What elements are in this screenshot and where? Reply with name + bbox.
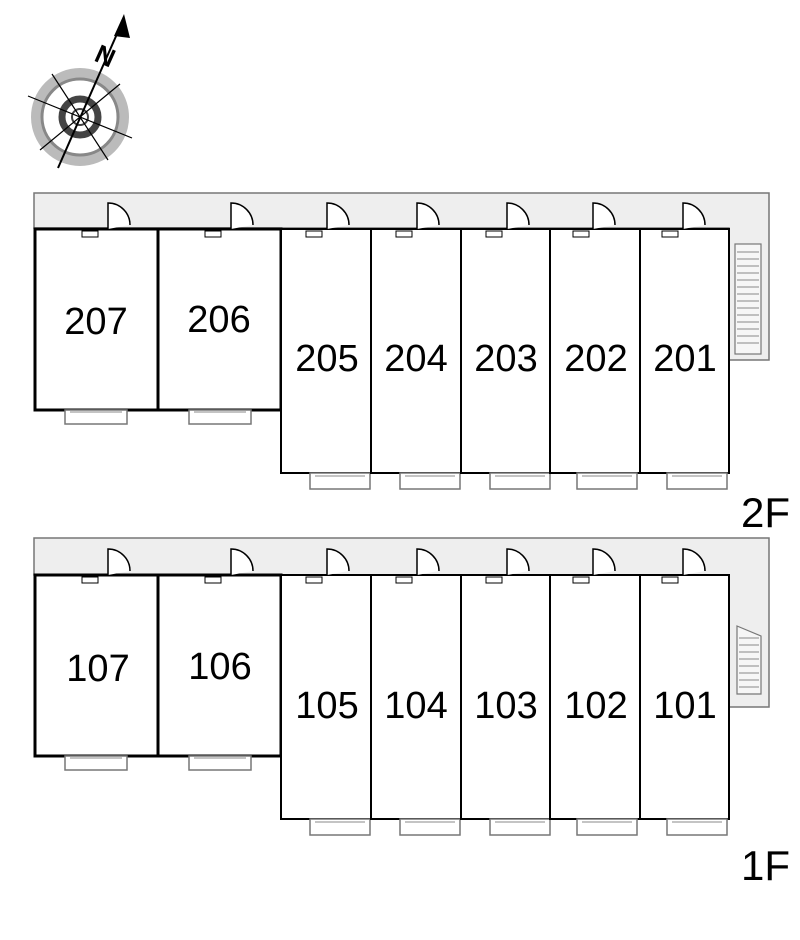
room-103[interactable]: 103 [460, 548, 551, 836]
room-label-202: 202 [564, 338, 627, 380]
room-201[interactable]: 201 [639, 202, 730, 490]
room-107[interactable]: 107 [33, 548, 160, 771]
room-106[interactable]: 106 [156, 548, 283, 771]
room-label-103: 103 [474, 685, 537, 727]
room-label-106: 106 [188, 646, 251, 688]
room-label-207: 207 [64, 301, 127, 343]
room-102[interactable]: 102 [549, 548, 641, 836]
room-label-204: 204 [384, 338, 447, 380]
room-label-104: 104 [384, 685, 447, 727]
room-205[interactable]: 205 [280, 202, 372, 490]
staircase-1f [736, 625, 762, 695]
room-label-102: 102 [564, 685, 627, 727]
room-207[interactable]: 207 [33, 202, 160, 425]
room-206[interactable]: 206 [156, 202, 283, 425]
staircase-2f [734, 243, 762, 355]
room-label-201: 201 [653, 338, 716, 380]
compass-north-label: N [91, 38, 120, 73]
room-202[interactable]: 202 [549, 202, 641, 490]
room-204[interactable]: 204 [370, 202, 462, 490]
floor-label-1f: 1F [741, 842, 790, 889]
room-label-203: 203 [474, 338, 537, 380]
floor-1f: 107 106 105 104 [33, 537, 790, 889]
compass-rose-icon: N [27, 14, 133, 169]
room-105[interactable]: 105 [280, 548, 372, 836]
room-label-107: 107 [66, 648, 129, 690]
floor-label-2f: 2F [741, 489, 790, 536]
room-label-101: 101 [653, 685, 716, 727]
floor-2f: 207 206 205 204 [33, 192, 790, 536]
room-label-105: 105 [295, 685, 358, 727]
room-label-205: 205 [295, 338, 358, 380]
room-104[interactable]: 104 [370, 548, 462, 836]
room-label-206: 206 [187, 299, 250, 341]
room-203[interactable]: 203 [460, 202, 551, 490]
room-101[interactable]: 101 [639, 548, 730, 836]
